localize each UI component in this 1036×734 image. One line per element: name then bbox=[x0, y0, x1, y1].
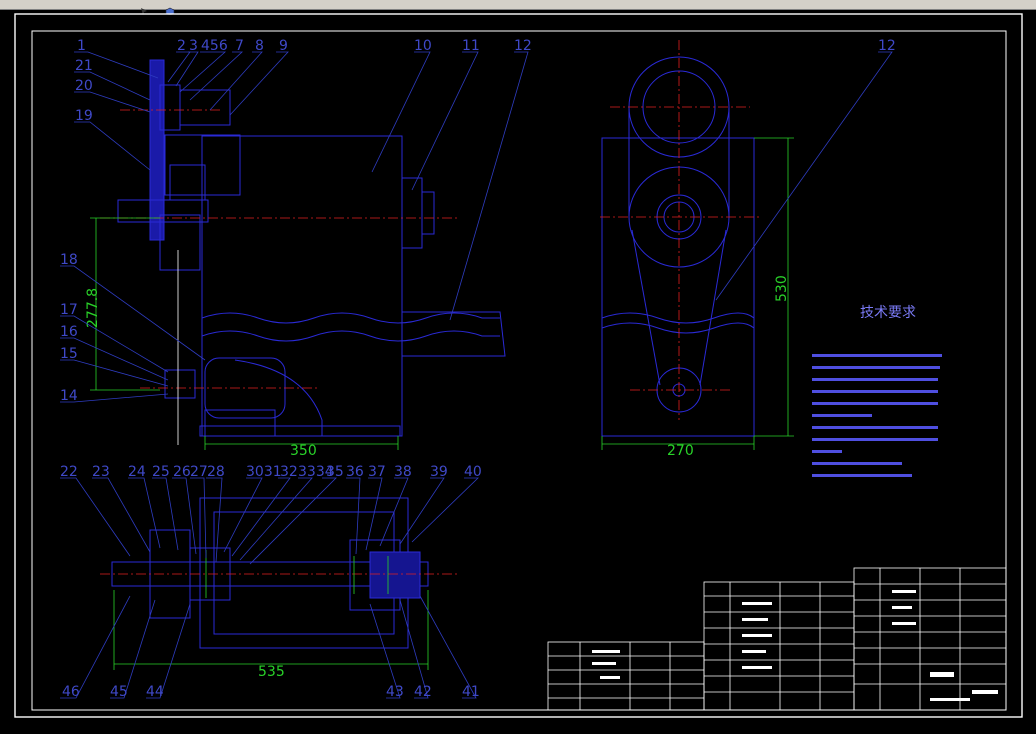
title-block bbox=[547, 567, 1007, 711]
balloon-38: 38 bbox=[394, 464, 412, 480]
balloon-24: 24 bbox=[128, 464, 146, 480]
balloon-36: 36 bbox=[346, 464, 364, 480]
balloon-28: 28 bbox=[207, 464, 225, 480]
balloon-9: 9 bbox=[279, 38, 288, 54]
cursor-icon[interactable] bbox=[140, 0, 150, 15]
cad-drawing: 277.8 350 1 2 3 456 7 8 9 10 11 12 21 20… bbox=[14, 13, 1023, 718]
balloon-41: 41 bbox=[462, 684, 480, 700]
side-view-leader-12 bbox=[715, 51, 893, 301]
balloon-12-side: 12 bbox=[878, 38, 896, 54]
balloon-20: 20 bbox=[75, 78, 93, 94]
notes-title: 技术要求 bbox=[860, 305, 916, 321]
balloon-19: 19 bbox=[75, 108, 93, 124]
balloon-456: 456 bbox=[201, 38, 228, 54]
balloon-26: 26 bbox=[173, 464, 191, 480]
balloon-32: 32 bbox=[280, 464, 298, 480]
section-view bbox=[111, 497, 429, 649]
inner-border bbox=[31, 30, 1007, 711]
side-view bbox=[601, 56, 755, 437]
dim-270: 270 bbox=[667, 443, 694, 459]
balloon-44: 44 bbox=[146, 684, 164, 700]
balloon-8: 8 bbox=[255, 38, 264, 54]
balloon-16: 16 bbox=[60, 324, 78, 340]
balloon-1: 1 bbox=[77, 38, 86, 54]
balloon-12-front: 12 bbox=[514, 38, 532, 54]
section-view-balloons: 22 23 24 25 26 27 28 3031 32 3334 35 36 … bbox=[60, 464, 482, 700]
title-block-fill bbox=[592, 590, 998, 701]
dim-350: 350 bbox=[290, 443, 317, 459]
balloon-7: 7 bbox=[235, 38, 244, 54]
box-icon[interactable] bbox=[165, 0, 175, 16]
notes-body bbox=[812, 354, 942, 477]
dim-535: 535 bbox=[258, 664, 285, 680]
front-view-balloons: 1 2 3 456 7 8 9 10 11 12 21 20 19 18 17 … bbox=[60, 38, 532, 404]
balloon-46: 46 bbox=[62, 684, 80, 700]
balloon-3: 3 bbox=[189, 38, 198, 54]
balloon-39: 39 bbox=[430, 464, 448, 480]
side-view-dimensions bbox=[601, 137, 794, 450]
balloon-10: 10 bbox=[414, 38, 432, 54]
front-view-dimensions bbox=[90, 217, 399, 450]
balloon-17: 17 bbox=[60, 302, 78, 318]
outer-border bbox=[14, 13, 1023, 718]
balloon-25: 25 bbox=[152, 464, 170, 480]
balloon-43: 43 bbox=[386, 684, 404, 700]
balloon-45: 45 bbox=[110, 684, 128, 700]
side-view-centerlines bbox=[600, 40, 760, 420]
balloon-2: 2 bbox=[177, 38, 186, 54]
balloon-11: 11 bbox=[462, 38, 480, 54]
balloon-3031: 3031 bbox=[246, 464, 282, 480]
front-view-leaders bbox=[60, 51, 529, 403]
balloon-15: 15 bbox=[60, 346, 78, 362]
balloon-22: 22 bbox=[60, 464, 78, 480]
balloon-18: 18 bbox=[60, 252, 78, 268]
balloon-23: 23 bbox=[92, 464, 110, 480]
balloon-37: 37 bbox=[368, 464, 386, 480]
balloon-14: 14 bbox=[60, 388, 78, 404]
balloon-35: 35 bbox=[326, 464, 344, 480]
balloon-27: 27 bbox=[190, 464, 208, 480]
section-view-leaders bbox=[60, 477, 479, 699]
front-view bbox=[117, 59, 506, 437]
section-view-dimensions bbox=[113, 550, 429, 670]
dim-277: 277.8 bbox=[85, 288, 101, 328]
dim-530: 530 bbox=[774, 275, 790, 302]
balloon-3334: 3334 bbox=[298, 464, 334, 480]
balloon-42: 42 bbox=[414, 684, 432, 700]
balloon-40: 40 bbox=[464, 464, 482, 480]
balloon-21: 21 bbox=[75, 58, 93, 74]
